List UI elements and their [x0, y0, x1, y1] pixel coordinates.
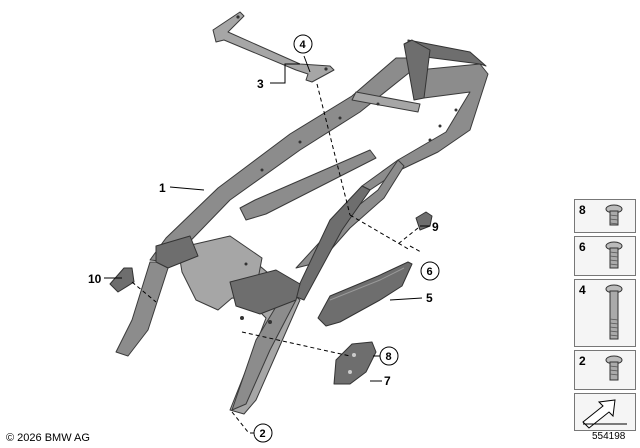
screw-short-icon [605, 355, 623, 381]
callout-4: 4 [300, 39, 307, 51]
leader-lines [104, 55, 430, 434]
legend-item-2: 2 [574, 350, 636, 390]
callout-3: 3 [257, 77, 264, 91]
fastener-legend: 8 6 4 2 [574, 199, 636, 431]
orientation-arrow-icon [582, 399, 627, 429]
callout-8: 8 [386, 351, 392, 363]
callout-1: 1 [159, 181, 166, 195]
callout-2-circle: 2 [253, 423, 273, 443]
legend-label: 8 [579, 203, 586, 217]
screw-medium-icon [605, 241, 623, 269]
callout-4-circle: 4 [293, 34, 313, 54]
copyright-notice: © 2026 BMW AG [6, 432, 90, 444]
callout-7: 7 [384, 374, 391, 388]
callout-6-circle: 6 [420, 261, 440, 281]
screw-short-icon [605, 204, 623, 226]
orientation-arrow-cell [574, 393, 636, 431]
callout-6: 6 [427, 266, 433, 278]
assembly-guide-lines [131, 83, 422, 433]
callout-5: 5 [426, 291, 433, 305]
legend-item-8: 8 [574, 199, 636, 233]
image-number: 554198 [592, 431, 626, 442]
bracket-part [212, 11, 335, 83]
legend-label: 4 [579, 283, 586, 297]
callout-9: 9 [432, 220, 439, 234]
callout-2: 2 [260, 428, 266, 440]
legend-label: 6 [579, 240, 586, 254]
legend-label: 2 [579, 354, 586, 368]
legend-item-4: 4 [574, 279, 636, 347]
clip-left-part [109, 267, 135, 293]
rear-frame-part [115, 39, 489, 415]
clip-part [415, 211, 433, 231]
screw-long-icon [605, 284, 623, 340]
callout-8-circle: 8 [379, 346, 399, 366]
small-bracket-part [333, 341, 377, 385]
callout-10: 10 [88, 272, 102, 286]
side-cover-part [317, 261, 413, 327]
legend-item-6: 6 [574, 236, 636, 276]
